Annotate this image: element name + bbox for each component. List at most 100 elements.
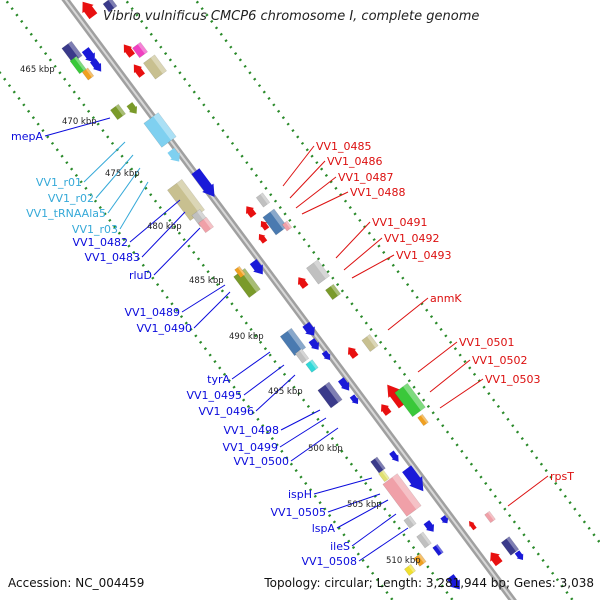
leader-line [417,341,458,373]
reverse-gene-label: VV1_0487 [338,171,394,184]
kbp-tick-label: 475 kbp [105,169,140,179]
gene-arrow [90,58,102,72]
reverse-gene-label: rpsT [550,470,574,483]
gene-block [370,456,386,474]
leader-line [181,284,226,313]
gene-block [110,103,126,121]
gene-arrow [308,338,320,350]
gene-arrow [389,450,399,462]
leader-line [129,199,181,243]
forward-gene-label: ispH [288,488,312,501]
forward-gene-label: VV1_0482 [72,236,128,249]
leader-line [289,160,326,199]
leader-line [301,191,349,215]
gene-block [378,469,390,483]
forward-gene-label: mepA [11,130,43,143]
gene-block [262,208,288,236]
forward-gene-label: VV1_0483 [84,251,140,264]
gene-block [417,413,429,427]
kbp-tick-label: 495 kbp [268,387,303,397]
kbp-tick-label: 505 kbp [347,500,382,510]
gene-arrow [260,220,270,231]
gene-arrow [126,102,138,114]
kbp-tick-label: 510 kbp [386,556,421,566]
forward-gene-label: VV1_0489 [124,306,180,319]
reverse-gene-label: VV1_0491 [372,216,428,229]
gene-block [382,473,422,517]
leader-line [351,254,395,279]
gene-arrow [82,1,98,20]
leader-line [290,427,339,462]
leader-line [295,176,337,209]
reverse-gene-label: VV1_0493 [396,249,452,262]
rna-gene-label: VV1_r03 [72,223,118,236]
leader-line [343,237,383,271]
leader-line [358,527,409,562]
gene-block [361,334,379,352]
forward-gene-label: VV1_0505 [270,506,326,519]
gene-block [403,515,417,529]
track-dotted-line [194,0,600,545]
gene-block [394,382,426,418]
gene-arrow [81,47,95,63]
forward-gene-label: VV1_0496 [198,405,254,418]
gene-block [143,112,177,148]
leader-line [313,477,373,495]
genome-backbone-highlight [64,0,514,600]
leader-line [255,374,296,412]
gene-block [306,259,330,285]
gene-arrow [167,147,180,162]
forward-gene-label: VV1_0499 [222,441,278,454]
gene-arrow [191,168,215,197]
leader-line [141,211,186,258]
gene-arrow [423,520,435,532]
forward-gene-label: rluD [129,269,152,282]
forward-gene-label: VV1_0498 [223,424,279,437]
gene-arrow [440,515,449,524]
rna-gene-label: VV1_tRNAAla5 [26,207,106,220]
track-dotted-line [0,70,395,600]
leader-line [279,417,327,448]
gene-arrow [402,465,424,492]
gene-arrow [133,64,145,78]
gene-block [404,564,416,576]
leader-line [327,493,381,513]
leader-line [95,154,134,199]
reverse-gene-label: VV1_0501 [459,336,515,349]
gene-block [234,265,246,279]
leader-line [107,167,141,214]
gene-arrow [249,259,263,275]
leader-line [243,364,285,396]
leader-line [507,475,549,507]
gene-block [325,283,341,301]
genome-summary-text: Topology: circular; Length: 3,281,944 bp… [264,576,594,590]
gene-block [69,55,87,75]
forward-gene-label: VV1_0495 [186,389,242,402]
track-dotted-line [124,0,575,600]
leader-line [231,351,271,380]
leader-line [335,221,371,259]
kbp-tick-label: 465 kbp [20,65,55,75]
gene-arrow [297,277,309,289]
gene-arrow [258,233,268,244]
kbp-tick-label: 485 kbp [189,276,224,286]
leader-line [193,291,231,329]
gene-block [81,67,95,81]
reverse-gene-label: VV1_0503 [485,373,541,386]
reverse-gene-label: VV1_0492 [384,232,440,245]
gene-arrow [469,520,477,531]
gene-block [432,543,444,557]
gene-arrow [321,350,331,361]
gene-arrow [347,347,359,359]
gene-arrow [349,394,359,405]
leader-line [83,141,126,183]
page-title: Vibrio vulnificus CMCP6 chromosome I, co… [103,9,480,24]
reverse-gene-label: VV1_0488 [350,186,406,199]
gene-arrow [380,404,392,416]
track-dotted-line [4,0,455,600]
gene-arrow [446,574,460,590]
leader-line [153,227,201,276]
reverse-gene-label: VV1_0502 [472,354,528,367]
gene-block [143,54,167,80]
